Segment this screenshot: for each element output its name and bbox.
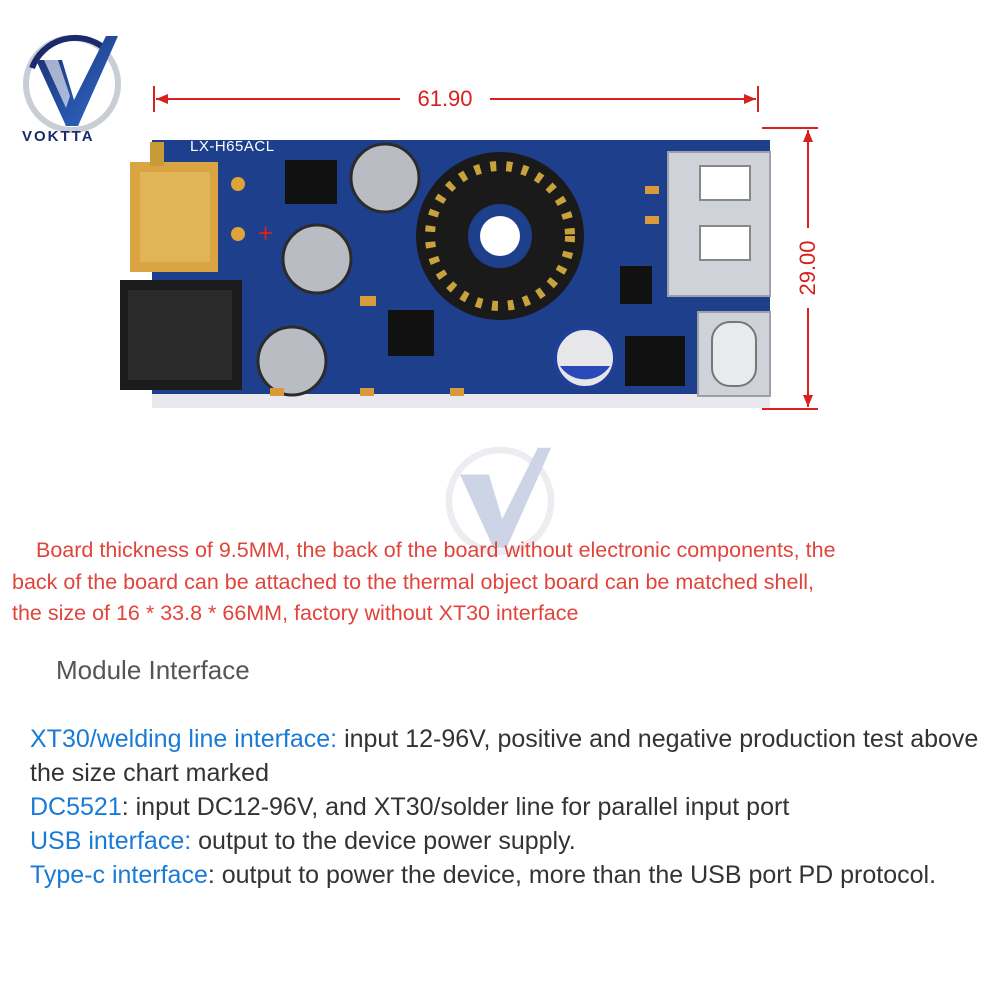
interface-name: DC5521 — [30, 793, 122, 821]
description-line: the size of 16 * 33.8 * 66MM, factory wi… — [12, 601, 579, 625]
interface-item: DC5521: input DC12-96V, and XT30/solder … — [30, 790, 990, 824]
board-model-label: LX-H65ACL — [190, 138, 275, 155]
interface-description: output to the device power supply. — [191, 827, 576, 855]
interface-list: XT30/welding line interface: input 12-96… — [30, 722, 990, 892]
svg-text:+: + — [258, 218, 273, 248]
interface-item: XT30/welding line interface: input 12-96… — [30, 722, 990, 790]
watermark-logo — [445, 446, 555, 556]
interface-item: USB interface: output to the device powe… — [30, 824, 990, 858]
interface-description: input 12-96V, positive and negative prod… — [30, 725, 979, 787]
section-title: Module Interface — [56, 655, 250, 685]
description-line: Board thickness of 9.5MM, the back of th… — [36, 538, 836, 562]
pcb-board-image: + — [120, 140, 771, 408]
brand-name: VOKTTA — [22, 128, 95, 145]
height-dimension-label: 29.00 — [795, 228, 821, 308]
interface-name: XT30/welding line interface: — [30, 725, 338, 753]
interface-name: USB interface: — [30, 827, 192, 855]
description-line: back of the board can be attached to the… — [12, 569, 814, 594]
interface-description: : output to power the device, more than … — [207, 861, 937, 889]
interface-item: Type-c interface: output to power the de… — [30, 858, 990, 892]
interface-description: : input DC12-96V, and XT30/solder line f… — [121, 793, 790, 821]
width-dimension-label: 61.90 — [400, 86, 490, 112]
interface-name: Type-c interface — [30, 861, 208, 889]
voktta-logo — [23, 34, 121, 133]
board-description: Board thickness of 9.5MM, the back of th… — [12, 535, 992, 630]
